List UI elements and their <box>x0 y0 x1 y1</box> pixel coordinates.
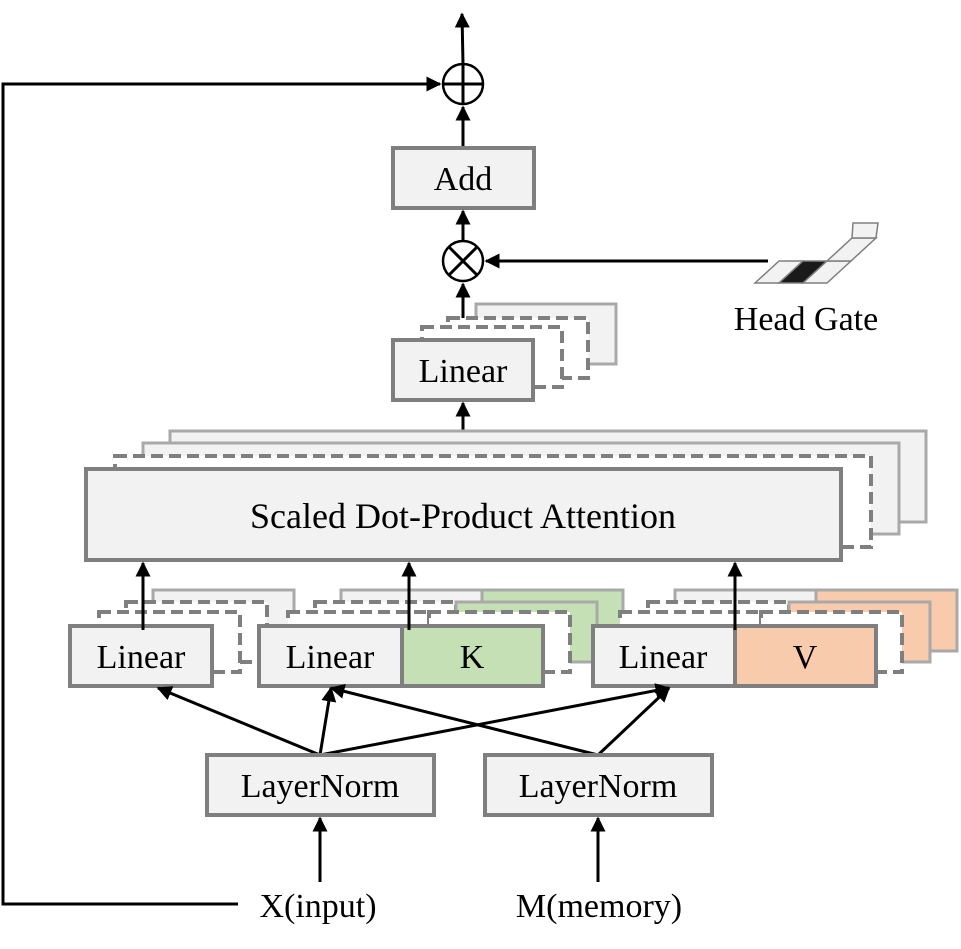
linear-k-stack: Linear K <box>257 588 625 688</box>
linear-q-label: Linear <box>97 639 186 676</box>
linear-k-label: Linear <box>286 639 375 676</box>
layernorm-m-label: LayerNorm <box>519 768 678 805</box>
layernorm-x-label: LayerNorm <box>241 768 400 805</box>
output-arrow <box>454 12 470 65</box>
layernorm-m-box: LayerNorm <box>483 753 714 817</box>
head-gate-label: Head Gate <box>734 301 878 338</box>
linear-out-label: Linear <box>419 353 508 390</box>
residual-connection <box>1 76 442 906</box>
linear-v-label: Linear <box>619 639 708 676</box>
v-label: V <box>793 639 818 676</box>
add-box: Add <box>391 146 536 210</box>
linear-out-stack: Linear <box>391 302 618 402</box>
attention-stack: Scaled Dot-Product Attention <box>84 429 928 562</box>
layernorm-x-box: LayerNorm <box>205 753 436 817</box>
linear-v-stack: Linear V <box>591 588 959 688</box>
input-x-label: X(input) <box>259 888 376 925</box>
layernorm-to-linear-arrows <box>156 683 671 757</box>
head-gate-icon <box>753 222 879 284</box>
k-label: K <box>460 639 485 676</box>
input-m-label: M(memory) <box>516 888 682 925</box>
head-gate-multiply-op <box>441 239 485 283</box>
add-label: Add <box>434 161 493 198</box>
attention-label: Scaled Dot-Product Attention <box>250 496 676 536</box>
residual-add-op <box>441 62 485 106</box>
